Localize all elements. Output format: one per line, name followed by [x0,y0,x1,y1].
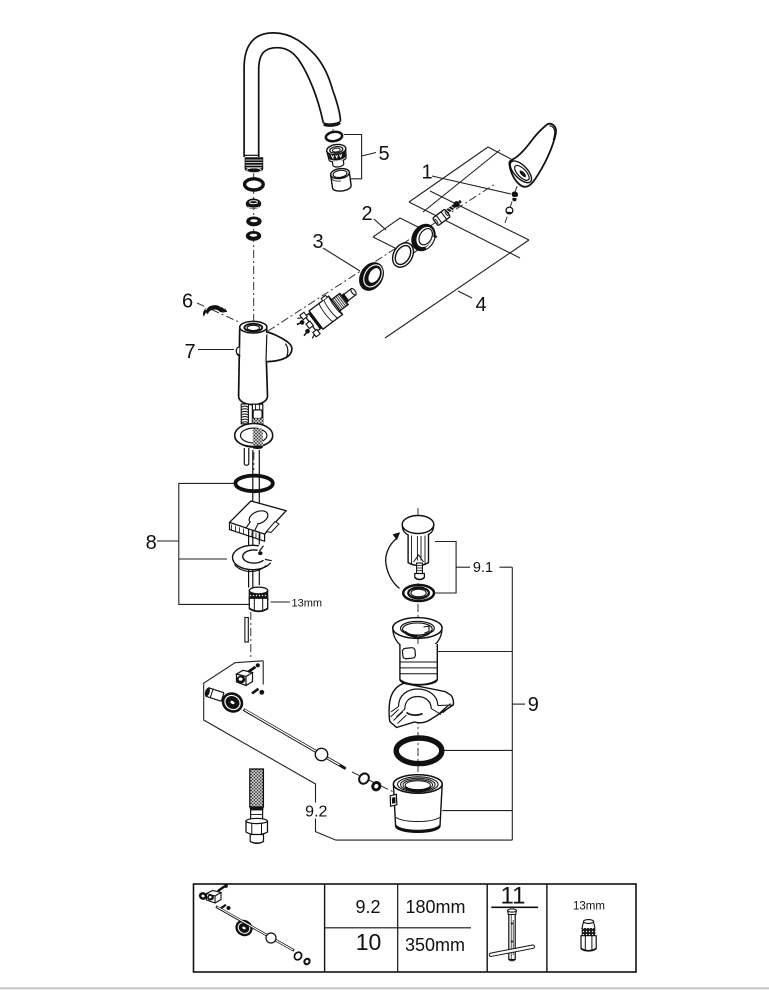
svg-text:2: 2 [361,203,372,225]
svg-text:1: 1 [421,162,432,184]
svg-text:9.1: 9.1 [473,560,493,576]
svg-text:10: 10 [356,929,382,955]
svg-text:13mm: 13mm [573,901,605,913]
svg-text:6: 6 [182,291,193,313]
svg-text:9.2: 9.2 [355,897,380,917]
svg-text:7: 7 [184,341,195,363]
svg-text:8: 8 [146,532,157,554]
svg-text:9.2: 9.2 [305,803,327,820]
svg-text:4: 4 [475,294,486,316]
svg-text:13mm: 13mm [292,598,323,610]
svg-text:350mm: 350mm [405,935,465,955]
svg-text:11: 11 [501,883,526,910]
svg-text:9: 9 [528,694,539,716]
svg-text:3: 3 [312,231,323,253]
svg-text:5: 5 [378,143,389,165]
svg-text:180mm: 180mm [405,897,465,917]
